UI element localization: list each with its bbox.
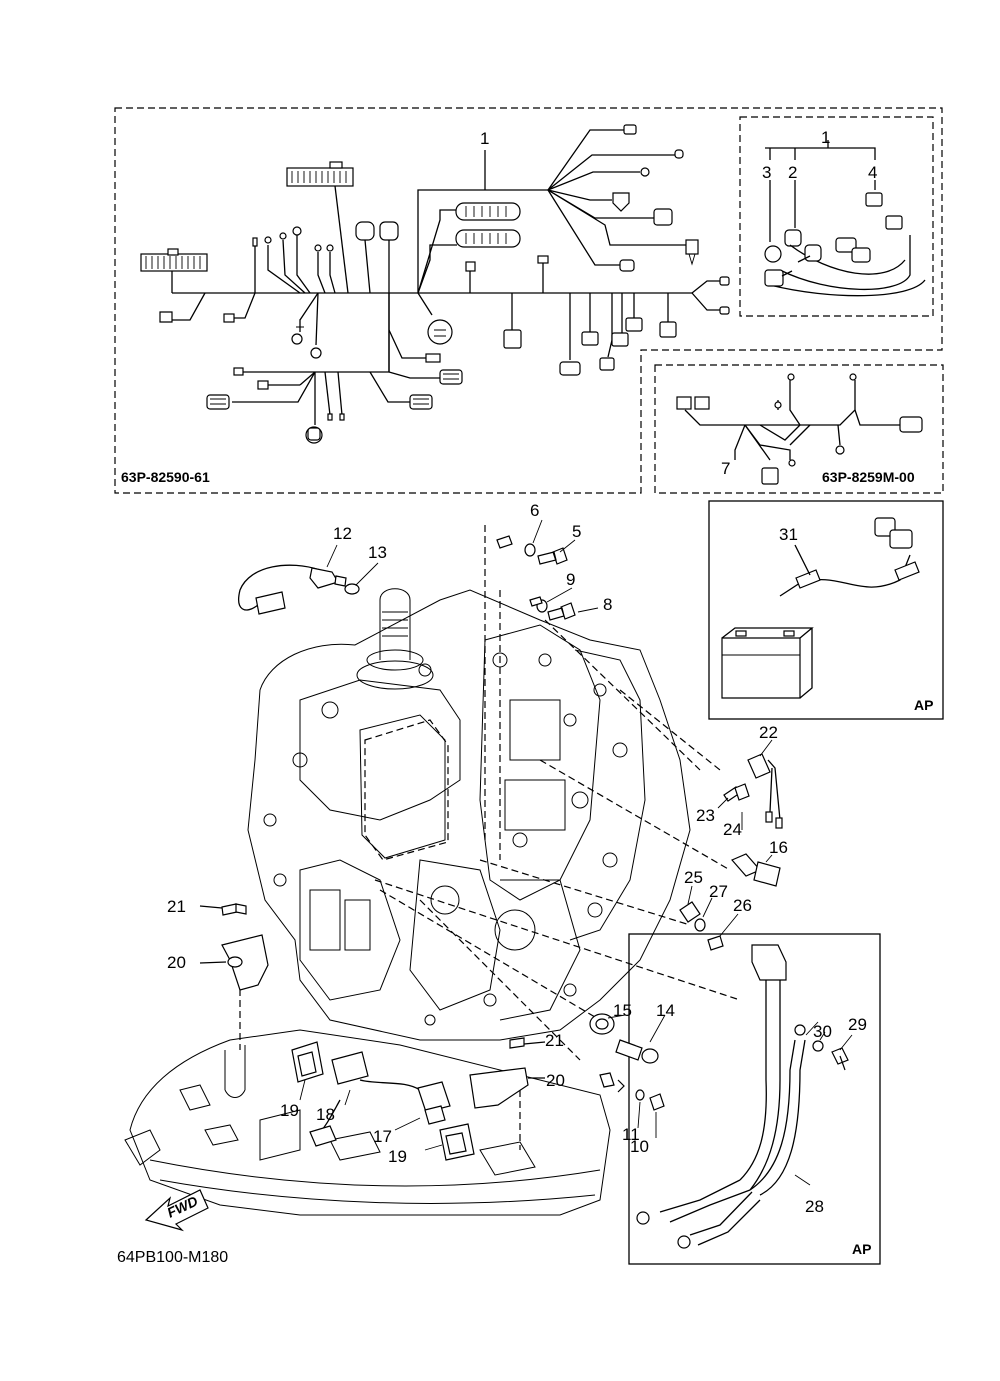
callout-24: 24 (723, 820, 742, 839)
callout-18: 18 (316, 1105, 335, 1124)
fasteners-5-6-8-9 (496, 519, 599, 621)
sub-harness-panel: 7 63P-8259M-00 (654, 364, 944, 494)
callout-30: 30 (813, 1022, 832, 1041)
callout-1-main: 1 (480, 129, 489, 148)
callout-27: 27 (709, 882, 728, 901)
callout-3: 3 (762, 163, 771, 182)
callout-31: 31 (779, 525, 798, 544)
callout-4: 4 (868, 163, 877, 182)
battery-ap-badge: AP (914, 697, 933, 713)
bracket-25-26-27 (679, 885, 739, 951)
callout-20-left: 20 (167, 953, 186, 972)
callout-21-right: 21 (545, 1031, 564, 1050)
callout-26: 26 (733, 896, 752, 915)
bracket-20-21-left (199, 903, 269, 991)
callout-12: 12 (333, 524, 352, 543)
lower-cowling (124, 1029, 611, 1216)
harness-17-18-19 (291, 1041, 475, 1161)
sub-harness-code: 63P-8259M-00 (822, 469, 915, 485)
callout-19-left: 19 (280, 1101, 299, 1120)
bracket-20-21-right (469, 1037, 546, 1109)
callout-15: 15 (613, 1001, 632, 1020)
callout-23: 23 (696, 806, 715, 825)
callout-11: 11 (622, 1125, 640, 1144)
diagram-code: 64PB100-M180 (117, 1249, 228, 1266)
callout-28: 28 (805, 1197, 824, 1216)
callout-17: 17 (373, 1127, 392, 1146)
fwd-arrow: FWD (144, 1189, 209, 1232)
callout-14: 14 (656, 1001, 675, 1020)
battery-panel: 31 AP (708, 500, 944, 720)
callout-13: 13 (368, 543, 387, 562)
bolt-10-11 (599, 1072, 665, 1138)
callout-25: 25 (684, 868, 703, 887)
callout-22: 22 (759, 723, 778, 742)
cable-panel: 30 29 28 AP (628, 933, 881, 1265)
main-harness-panel: 1 1 2 3 4 63P-82590-61 (114, 107, 943, 494)
callout-21-left: 21 (167, 897, 186, 916)
callout-29: 29 (848, 1015, 867, 1034)
sensor-22-23-24 (717, 739, 783, 830)
callout-5: 5 (572, 522, 581, 541)
main-harness-code: 63P-82590-61 (121, 469, 210, 485)
callout-20-right: 20 (546, 1071, 565, 1090)
callout-6: 6 (530, 501, 539, 520)
cable-ap-badge: AP (852, 1241, 871, 1257)
callout-8: 8 (603, 595, 612, 614)
switch-16 (731, 853, 781, 887)
callout-1-inset: 1 (821, 128, 830, 147)
callout-9: 9 (566, 570, 575, 589)
callout-2: 2 (788, 163, 797, 182)
sensor-12-13 (238, 544, 379, 615)
callout-16: 16 (769, 838, 788, 857)
fitting-14-15 (589, 1013, 666, 1064)
callout-7: 7 (721, 459, 730, 478)
callout-19-right: 19 (388, 1147, 407, 1166)
callout-10: 10 (630, 1137, 649, 1156)
